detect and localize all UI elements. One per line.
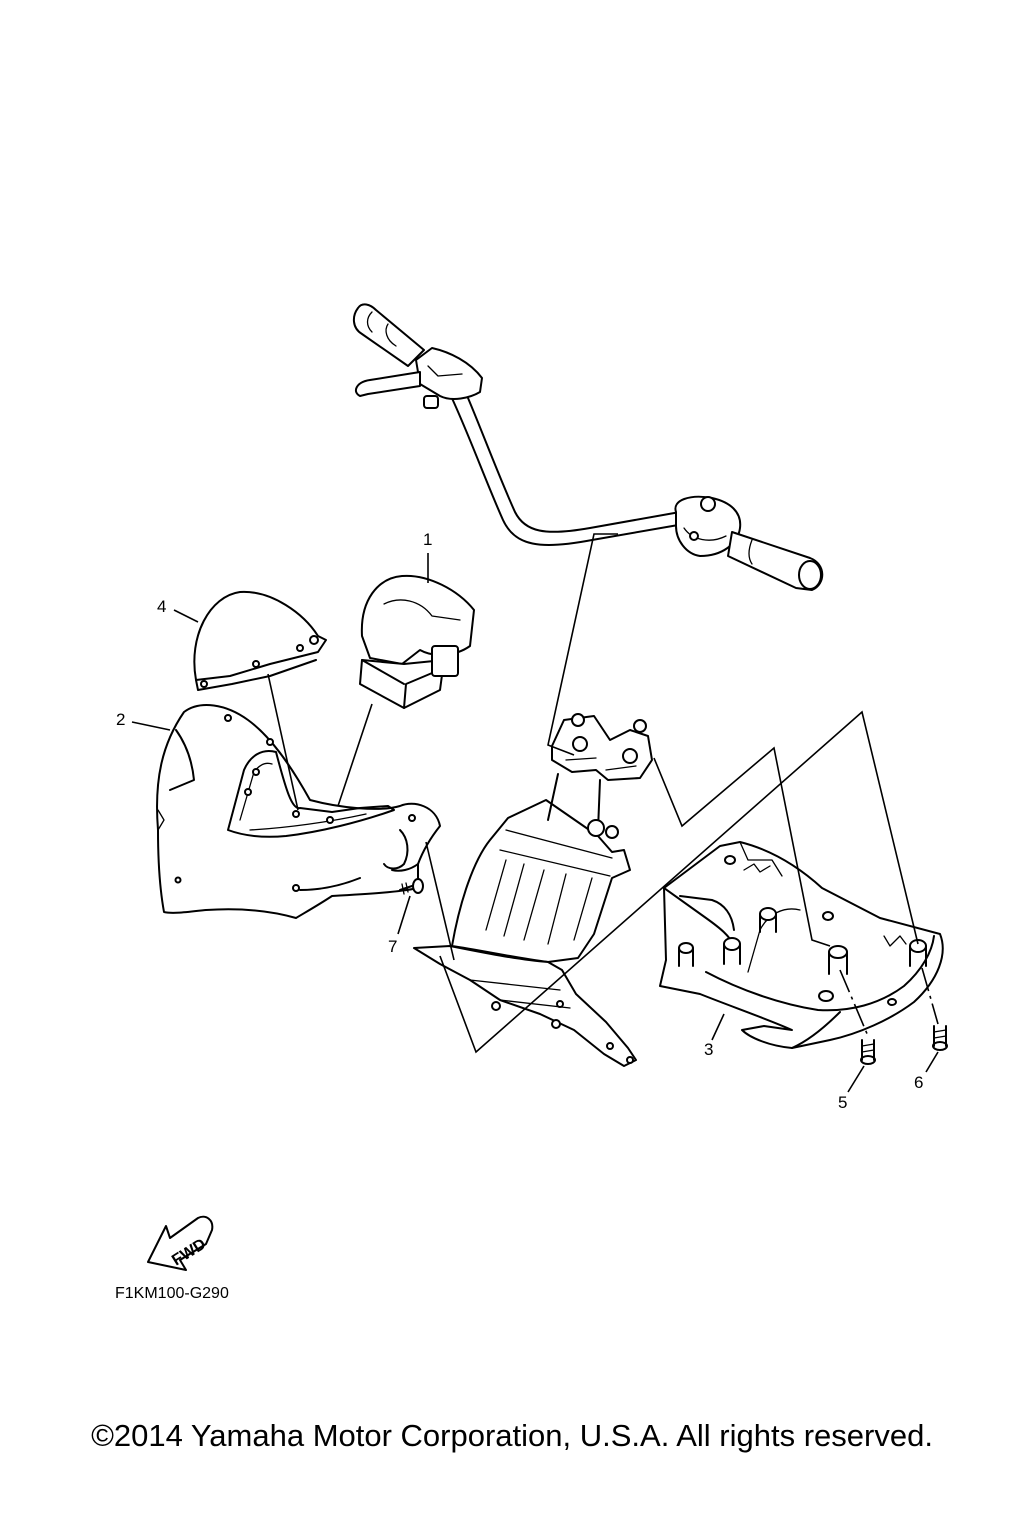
copyright-notice: ©2014 Yamaha Motor Corporation, U.S.A. A… [91, 1418, 933, 1453]
callout-1: 1 [423, 530, 432, 583]
part-3-mounting-bosses [678, 855, 927, 1006]
part-5-screw [860, 1039, 876, 1065]
callout-label-3: 3 [704, 1040, 713, 1059]
callout-label-6: 6 [914, 1073, 923, 1092]
fwd-arrow: FWD [147, 1215, 214, 1271]
callout-label-7: 7 [388, 937, 397, 956]
callout-6: 6 [914, 1051, 939, 1092]
part-7-screw [399, 878, 424, 895]
part-3-lower-cover [659, 841, 944, 1049]
callout-5: 5 [838, 1065, 865, 1112]
callout-7: 7 [388, 895, 411, 956]
callout-label-1: 1 [423, 530, 432, 549]
steering-column [413, 713, 653, 1067]
part-1-switch-module [359, 574, 475, 709]
callout-label-2: 2 [116, 710, 125, 729]
part-4-cover-cap [193, 590, 327, 691]
assembly-lines [267, 533, 939, 1054]
callout-2: 2 [116, 710, 171, 731]
drawing-code: F1KM100-G290 [115, 1285, 229, 1302]
part-6-screw [932, 1025, 948, 1051]
callout-label-5: 5 [838, 1093, 847, 1112]
callout-4: 4 [157, 597, 199, 623]
handlebar [352, 303, 824, 591]
callout-3: 3 [704, 1013, 725, 1059]
callout-label-4: 4 [157, 597, 166, 616]
part-2-front-cowl [156, 704, 441, 919]
